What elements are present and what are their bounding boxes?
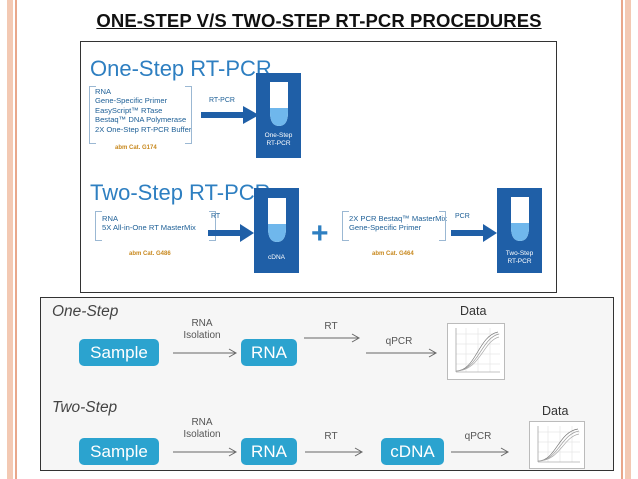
cdna-tube-icon	[268, 198, 286, 242]
one-step-qpcr-arrow	[366, 348, 438, 358]
two-step-rna-pill: RNA	[241, 438, 297, 465]
one-step-heading: One-Step RT-PCR	[90, 56, 272, 81]
one-step-rt-arrow	[304, 333, 361, 343]
two-step-reagent-bracket	[95, 211, 102, 241]
two-step-isolation-label: RNA Isolation	[183, 417, 221, 440]
right-border-decoration	[621, 0, 631, 479]
two-step-pcr-catalog-number: abm Cat. G464	[372, 251, 414, 257]
two-step-amplification-plot	[529, 421, 585, 469]
two-step-row-title: Two-Step	[52, 399, 118, 416]
two-step-rt-arrow	[305, 447, 364, 457]
one-step-data-label: Data	[460, 304, 487, 318]
one-step-reagent-bracket	[89, 86, 96, 144]
cdna-tube-label: cDNA	[268, 254, 285, 261]
one-step-rna-pill: RNA	[241, 339, 297, 366]
one-step-tube-icon	[270, 82, 288, 126]
one-step-rt-label: RT	[324, 321, 338, 332]
two-step-cdna-pill: cDNA	[381, 438, 444, 465]
two-step-rt-arrow-label: RT	[211, 213, 221, 220]
one-step-tube-box: One-Step RT-PCR	[256, 73, 301, 158]
two-step-rt-arrow	[208, 224, 254, 242]
two-step-pcr-arrow-label: PCR	[455, 213, 470, 220]
left-border-decoration	[7, 0, 17, 479]
one-step-tube-label: One-Step RT-PCR	[264, 132, 293, 147]
one-step-arrow-label: RT-PCR	[209, 97, 235, 104]
one-step-catalog-number: abm Cat. G174	[115, 145, 157, 151]
two-step-pcr-arrow	[451, 224, 497, 242]
two-step-rt-label: RT	[324, 431, 338, 442]
two-step-pcr-reagent-list: 2X PCR Bestaq™ MasterMix Gene-Specific P…	[349, 214, 447, 233]
one-step-row-title: One-Step	[52, 303, 119, 320]
two-step-heading: Two-Step RT-PCR	[90, 180, 271, 205]
slide-title: ONE-STEP V/S TWO-STEP RT-PCR PROCEDURES	[96, 10, 542, 31]
cdna-tube-box: cDNA	[254, 188, 299, 273]
one-step-reagent-list: RNA Gene-Specific Primer EasyScript™ RTa…	[95, 87, 192, 134]
two-step-sample-pill: Sample	[79, 438, 159, 465]
one-step-amplification-curves	[455, 328, 500, 373]
one-step-arrow	[201, 106, 259, 124]
two-step-tube-box: Two-Step RT-PCR	[497, 188, 542, 273]
two-step-reagent-bracket-right	[209, 211, 216, 241]
two-step-qpcr-arrow	[451, 447, 510, 457]
two-step-isolation-arrow	[173, 447, 238, 457]
two-step-amplification-curves	[537, 426, 580, 463]
plus-sign: +	[311, 217, 329, 250]
two-step-catalog-number: abm Cat. G486	[129, 251, 171, 257]
two-step-pcr-reagent-bracket	[342, 211, 349, 241]
one-step-qpcr-label: qPCR	[385, 336, 413, 347]
two-step-tube-icon	[511, 197, 529, 241]
one-step-isolation-arrow	[173, 348, 238, 358]
one-step-reagent-bracket-right	[185, 86, 192, 144]
two-step-data-label: Data	[542, 404, 569, 418]
one-step-isolation-label: RNA Isolation	[183, 318, 221, 341]
one-step-sample-pill: Sample	[79, 339, 159, 366]
workflow-comparison-panel: One-Step Sample RNA Isolation RNA RT qPC…	[40, 297, 614, 471]
two-step-pcr-reagent-bracket-right	[439, 211, 446, 241]
two-step-tube-label: Two-Step RT-PCR	[505, 250, 534, 265]
rt-pcr-reagent-panel: One-Step RT-PCR RNA Gene-Specific Primer…	[80, 41, 557, 293]
two-step-reagent-list: RNA 5X All-in-One RT MasterMix	[102, 214, 196, 233]
one-step-amplification-plot	[447, 323, 505, 380]
two-step-qpcr-label: qPCR	[464, 431, 492, 442]
